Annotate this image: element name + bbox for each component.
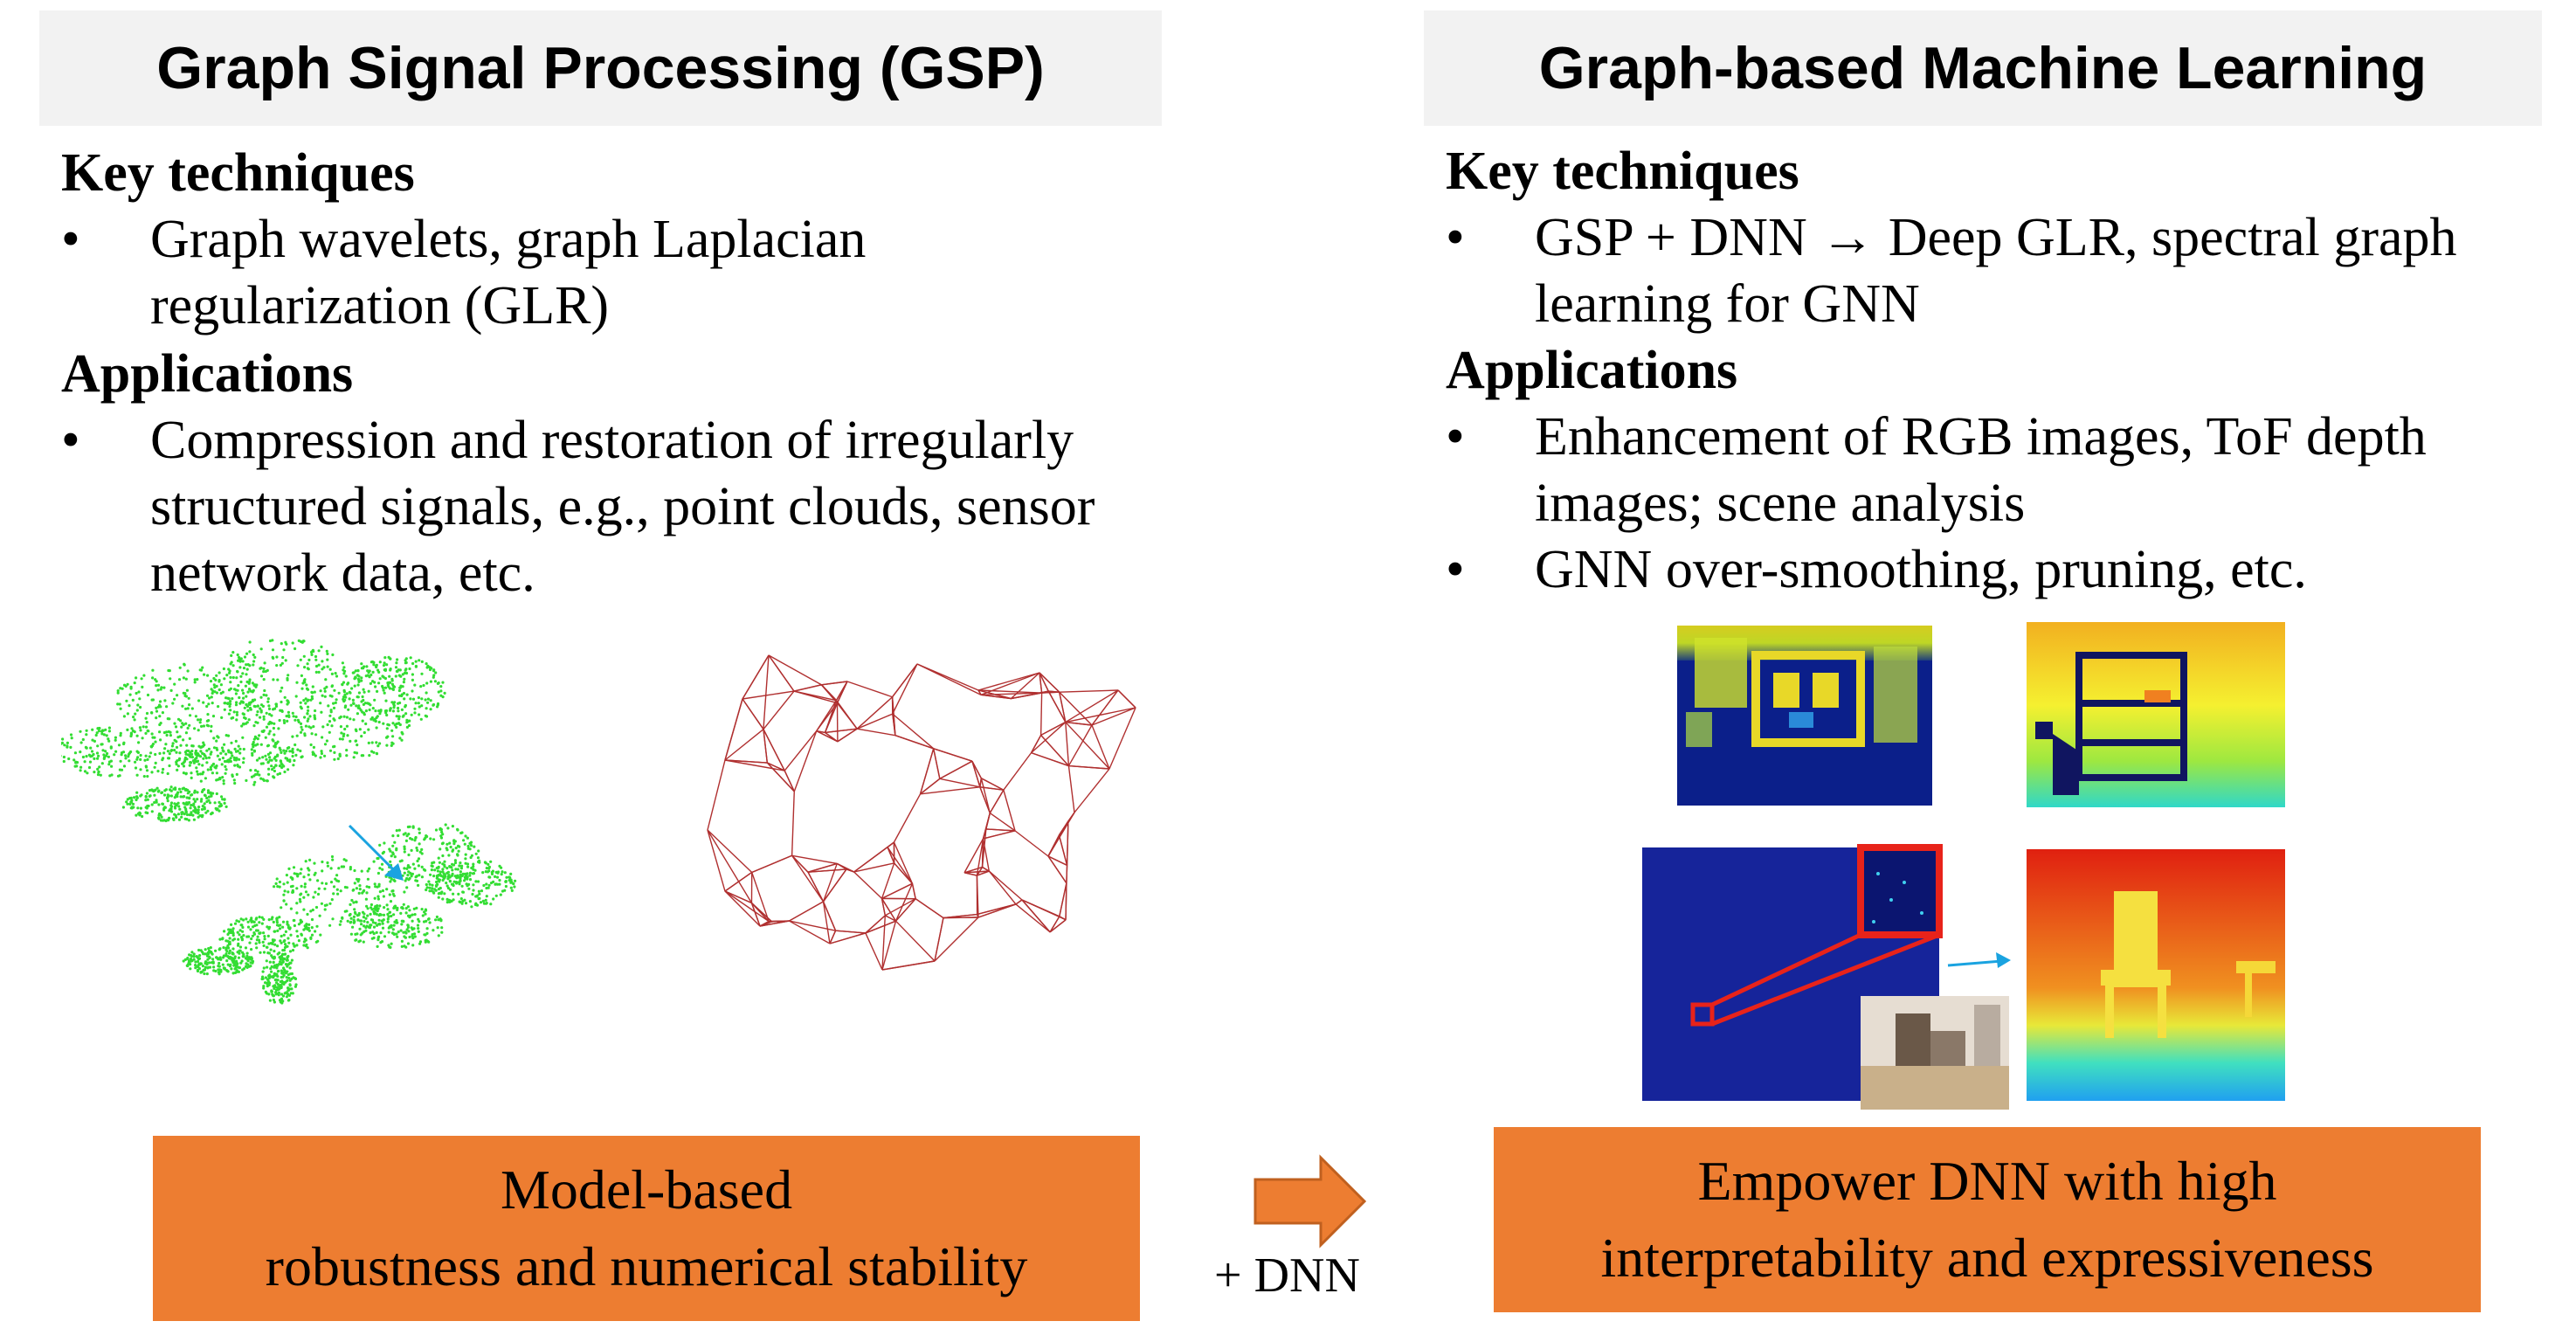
summary-line: Model-based xyxy=(500,1159,793,1221)
graph-ml-illustrations xyxy=(1642,622,2285,1110)
gsp-illustrations xyxy=(61,639,1136,1005)
rgb-reference-image xyxy=(1861,996,2009,1110)
text-line: network data, etc. xyxy=(150,543,535,603)
text-line: Graph wavelets, graph Laplacian xyxy=(150,210,867,269)
right-arrow-icon xyxy=(1253,1154,1367,1249)
bullet-icon: • xyxy=(1446,208,1465,267)
zoom-source xyxy=(1690,1002,1715,1027)
text-line: regularization (GLR) xyxy=(150,276,610,335)
gsp-applications-heading: Applications xyxy=(61,344,354,404)
noisy-depth-image xyxy=(1677,626,1932,806)
summary-line: Empower DNN with high xyxy=(1697,1150,2277,1212)
gsp-panel: Graph Signal Processing (GSP) Key techni… xyxy=(39,0,1210,1335)
gsp-key-techniques-heading: Key techniques xyxy=(61,143,415,203)
graph-ml-summary-box: Empower DNN with high interpretability a… xyxy=(1494,1127,2481,1312)
text-line: Enhancement of RGB images, ToF depth xyxy=(1535,407,2427,467)
graph-ml-panel: Graph-based Machine Learning Key techniq… xyxy=(1424,0,2576,1335)
gsp-summary-box: Model-based robustness and numerical sta… xyxy=(153,1136,1140,1321)
graph-ml-applications-heading: Applications xyxy=(1446,341,1738,400)
bullet-icon: • xyxy=(1446,407,1465,467)
text-line: GSP + DNN → Deep GLR, spectral graph xyxy=(1535,208,2457,267)
text-line: images; scene analysis xyxy=(1535,474,2026,533)
completed-depth-image xyxy=(2027,849,2285,1101)
blue-arrow-icon xyxy=(348,824,404,881)
gsp-title: Graph Signal Processing (GSP) xyxy=(39,10,1162,126)
graph-ml-title: Graph-based Machine Learning xyxy=(1424,10,2542,126)
text-line: structured signals, e.g., point clouds, … xyxy=(150,477,1095,536)
bullet-icon: • xyxy=(61,210,80,269)
text-line: learning for GNN xyxy=(1535,274,1920,334)
text-line: GNN over-smoothing, pruning, etc. xyxy=(1535,540,2307,599)
plus-dnn-label: + DNN xyxy=(1214,1249,1360,1303)
bullet-icon: • xyxy=(61,411,80,470)
point-cloud-noisy xyxy=(61,639,446,823)
blue-arrow-icon xyxy=(1947,952,2011,968)
text-line: Compression and restoration of irregular… xyxy=(150,411,1074,470)
summary-line: interpretability and expressiveness xyxy=(1600,1227,2374,1289)
summary-line: robustness and numerical stability xyxy=(265,1235,1028,1297)
graph-ml-key-techniques-heading: Key techniques xyxy=(1446,142,1799,201)
bullet-icon: • xyxy=(1446,540,1465,599)
enhanced-depth-image xyxy=(2027,622,2285,807)
us-sensor-graph-mesh xyxy=(707,654,1136,971)
point-cloud-restored xyxy=(182,823,517,1005)
